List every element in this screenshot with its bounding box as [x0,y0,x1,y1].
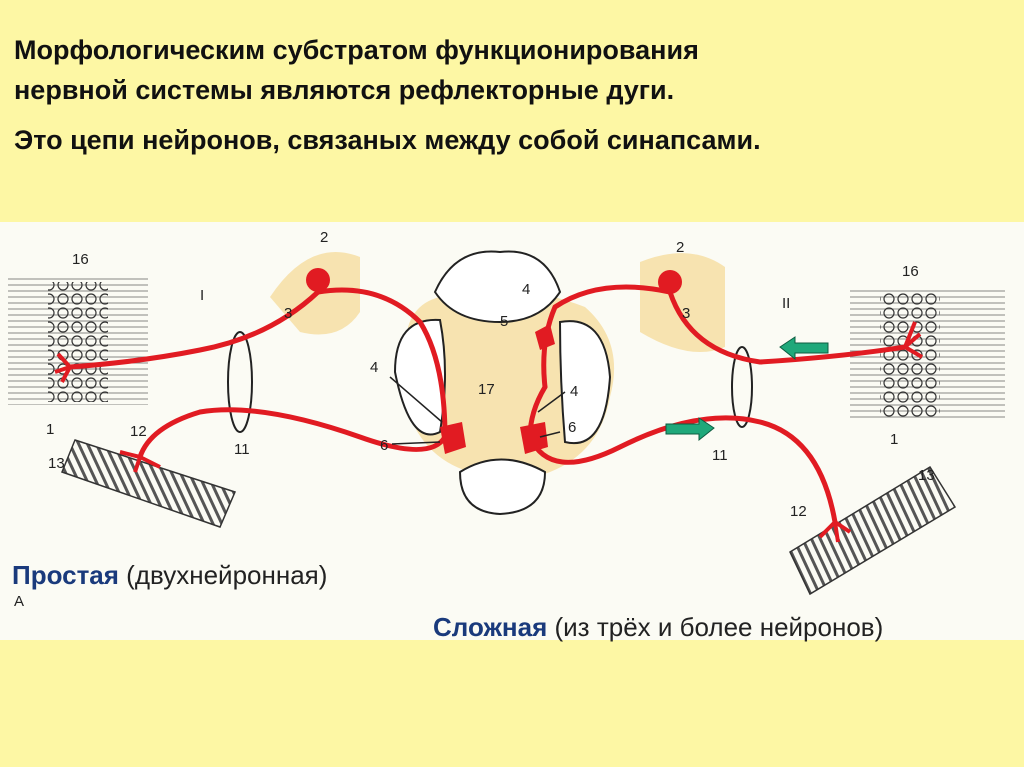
neuron-paths-left [67,287,448,460]
label-A: А [14,593,24,610]
skin-tissue-right [850,287,1005,422]
muscle-right [789,465,957,596]
caption-simple-title: Простая [12,560,119,590]
label-leaders [389,376,566,445]
label-16-left: 16 [72,251,89,268]
label-6-right: 6 [568,419,576,436]
receptor-ending-right [903,321,924,359]
label-4-upper-right: 4 [522,281,530,298]
label-4-left: 4 [370,359,378,376]
heading-line-2: нервной системы являются рефлекторные ду… [14,75,675,105]
label-5: 5 [500,313,508,330]
label-4-lower-right: 4 [570,383,578,400]
caption-simple-arc: Простая (двухнейронная) [12,560,327,591]
label-I: I [200,287,204,304]
reflex-arc-diagram: 16 I 2 3 1 13 12 11 4 6 5 17 4 4 6 2 16 … [8,229,1005,610]
label-II: II [782,295,790,312]
caption-complex-title: Сложная [433,612,548,642]
skin-tissue-left [8,277,148,405]
caption-simple-detail: (двухнейронная) [126,560,328,590]
label-2-right: 2 [676,239,684,256]
neuron-body-ganglion-right [658,270,682,294]
label-16-right: 16 [902,263,919,280]
label-3-left: 3 [284,305,292,322]
label-13-right: 13 [918,467,935,484]
muscle-left [61,439,237,528]
label-6-left: 6 [380,437,388,454]
heading-line-1: Морфологическим субстратом функционирова… [14,35,699,65]
label-11-left: 11 [234,441,250,458]
nerve-ring-right [731,346,753,428]
spinal-cord [393,250,615,516]
nerve-ring-left [227,331,253,433]
label-11-right: 11 [712,447,728,464]
receptor-ending-left [54,352,72,383]
caption-complex-detail: (из трёх и более нейронов) [554,612,884,642]
heading-line-3: Это цепи нейронов, связаных между собой … [14,125,761,155]
motor-neuron-left [440,422,466,454]
caption-complex-arc: Сложная (из трёх и более нейронов) [433,612,883,643]
label-12-right: 12 [790,503,807,520]
effector-ending-right [818,520,852,543]
green-arrow-left [779,336,829,361]
slide-heading: Морфологическим субстратом функционирова… [14,30,1004,160]
label-12-left: 12 [130,423,147,440]
label-1-left: 1 [46,421,54,438]
interneuron-right [535,324,555,350]
label-1-right: 1 [890,431,898,448]
reflex-arc-figure: 16 I 2 3 1 13 12 11 4 6 5 17 4 4 6 2 16 … [0,222,1024,640]
ganglion-right [640,253,725,352]
neuron-body-ganglion-left [306,268,330,292]
label-17: 17 [478,381,495,398]
green-arrow-right [665,417,715,442]
motor-neuron-right [520,422,548,454]
label-13-left: 13 [48,455,65,472]
label-2-left: 2 [320,229,328,246]
effector-ending-left [119,450,161,473]
label-3-right: 3 [682,305,690,322]
